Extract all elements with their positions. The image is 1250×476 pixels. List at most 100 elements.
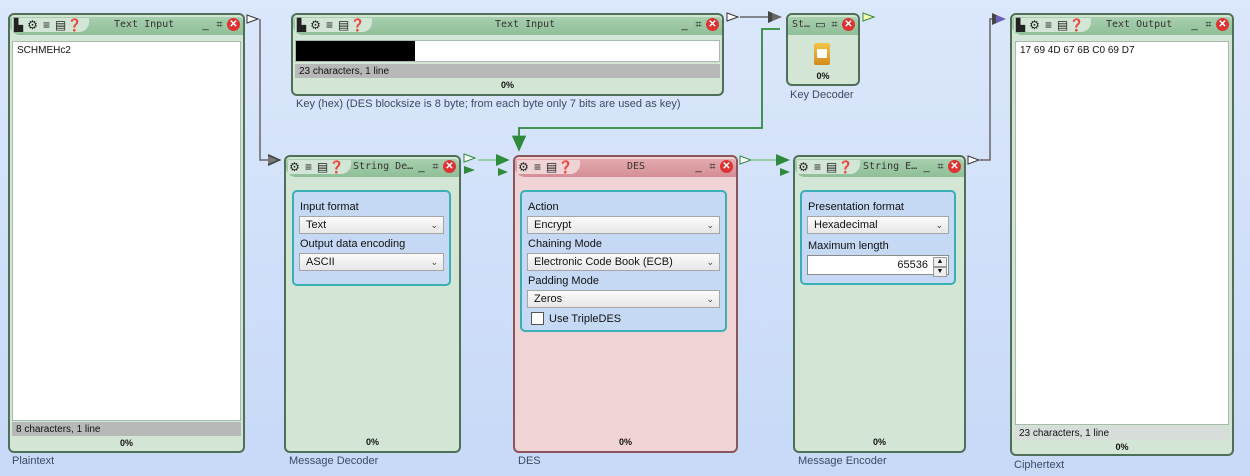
- action-select[interactable]: Encrypt⌄: [527, 216, 720, 234]
- wire-encoder-to-ciphertext: [980, 13, 1006, 161]
- list-icon[interactable]: ≡: [42, 18, 50, 32]
- minimize-icon[interactable]: _: [202, 19, 209, 31]
- input-format-select[interactable]: Text⌄: [299, 216, 444, 234]
- clipboard-icon[interactable]: ▤: [337, 18, 350, 32]
- message-decoder-caption: Message Decoder: [289, 455, 379, 467]
- gear-icon[interactable]: ⚙: [798, 160, 809, 174]
- gear-icon[interactable]: ⚙: [518, 160, 529, 174]
- message-encoder-component[interactable]: ⚙ ≡ ▤ ❓ String E… _ ⌗ ✕ Presentation for…: [793, 155, 966, 453]
- clipboard-icon[interactable]: ▤: [1056, 18, 1069, 32]
- stepper-down-icon[interactable]: ▼: [933, 267, 947, 277]
- help-bubble-icon[interactable]: ❓: [558, 160, 573, 174]
- picture-icon[interactable]: ▙: [296, 18, 307, 32]
- gear-icon[interactable]: ⚙: [27, 18, 38, 32]
- ciphertext-textarea[interactable]: 17 69 4D 67 6B C0 69 D7: [1015, 41, 1229, 425]
- help-bubble-icon[interactable]: ❓: [350, 18, 365, 32]
- close-icon[interactable]: ✕: [443, 160, 456, 173]
- minimize-icon[interactable]: _: [418, 161, 425, 173]
- triple-des-checkbox[interactable]: Use TripleDES: [531, 312, 720, 325]
- plaintext-status: 8 characters, 1 line: [12, 422, 241, 436]
- key-decoder-progress: 0%: [816, 71, 830, 81]
- key-lock-icon: [814, 43, 830, 65]
- presentation-format-select[interactable]: Hexadecimal⌄: [807, 216, 949, 234]
- maximize-icon[interactable]: ⌗: [432, 161, 439, 173]
- plaintext-progress: 0%: [119, 438, 133, 448]
- output-encoding-select[interactable]: ASCII⌄: [299, 253, 444, 271]
- action-label: Action: [528, 201, 559, 213]
- key-input-titlebar[interactable]: ▙ ⚙ ≡ ▤ ❓ Text Input _ ⌗ ✕: [293, 15, 722, 37]
- maximize-icon[interactable]: ⌗: [937, 161, 944, 173]
- close-icon[interactable]: ✕: [948, 160, 961, 173]
- clipboard-icon[interactable]: ▤: [316, 160, 329, 174]
- message-decoder-title: String De…: [353, 161, 414, 172]
- clipboard-icon[interactable]: ▤: [54, 18, 67, 32]
- ciphertext-title: Text Output: [1106, 19, 1173, 30]
- des-component[interactable]: ⚙ ≡ ▤ ❓ DES _ ⌗ ✕ Action Encrypt⌄ Chaini…: [513, 155, 738, 453]
- ciphertext-progress: 0%: [1115, 442, 1129, 452]
- help-bubble-icon[interactable]: ❓: [1069, 18, 1084, 32]
- key-input-progress: 0%: [500, 80, 514, 90]
- message-decoder-component[interactable]: ⚙ ≡ ▤ ❓ String De… _ ⌗ ✕ Input format Te…: [284, 155, 461, 453]
- stepper-up-icon[interactable]: ▲: [933, 257, 947, 267]
- input-format-label: Input format: [300, 201, 359, 213]
- close-icon[interactable]: ✕: [227, 18, 240, 31]
- clipboard-icon[interactable]: ▤: [825, 160, 838, 174]
- minimize-icon[interactable]: _: [695, 161, 702, 173]
- plaintext-textarea[interactable]: SCHMEHc2: [12, 41, 241, 421]
- maximum-length-value: 65536: [897, 259, 928, 271]
- help-bubble-icon[interactable]: ❓: [67, 18, 82, 32]
- close-icon[interactable]: ✕: [1216, 18, 1229, 31]
- list-icon[interactable]: ≡: [533, 160, 541, 174]
- close-icon[interactable]: ✕: [842, 18, 855, 31]
- key-decoder-title: St…: [792, 19, 811, 30]
- message-decoder-titlebar[interactable]: ⚙ ≡ ▤ ❓ String De… _ ⌗ ✕: [286, 157, 459, 179]
- plaintext-component[interactable]: ▙ ⚙ ≡ ▤ ❓ Text Input _ ⌗ ✕ SCHMEHc2 8 ch…: [8, 13, 245, 453]
- wire-plaintext-to-decoder: [259, 19, 282, 166]
- key-decoder-titlebar[interactable]: St… ▭ ⌗ ✕: [788, 15, 858, 37]
- des-caption: DES: [518, 455, 541, 467]
- list-icon[interactable]: ≡: [1044, 18, 1052, 32]
- gear-icon[interactable]: ⚙: [310, 18, 321, 32]
- maximize-icon[interactable]: ⌗: [709, 161, 716, 173]
- des-titlebar[interactable]: ⚙ ≡ ▤ ❓ DES _ ⌗ ✕: [515, 157, 736, 179]
- list-icon[interactable]: ≡: [813, 160, 821, 174]
- plaintext-titlebar[interactable]: ▙ ⚙ ≡ ▤ ❓ Text Input _ ⌗ ✕: [10, 15, 243, 37]
- maximize-icon[interactable]: ⌗: [216, 19, 223, 31]
- help-bubble-icon[interactable]: ❓: [838, 160, 853, 174]
- ciphertext-component[interactable]: ▙ ⚙ ≡ ▤ ❓ Text Output _ ⌗ ✕ 17 69 4D 67 …: [1010, 13, 1234, 456]
- ciphertext-titlebar[interactable]: ▙ ⚙ ≡ ▤ ❓ Text Output _ ⌗ ✕: [1012, 15, 1232, 37]
- chevron-down-icon: ⌄: [706, 220, 714, 230]
- plaintext-title: Text Input: [114, 19, 175, 30]
- minimize-icon[interactable]: _: [923, 161, 930, 173]
- message-encoder-progress: 0%: [872, 437, 886, 447]
- picture-icon[interactable]: ▙: [1015, 18, 1026, 32]
- list-icon[interactable]: ≡: [325, 18, 333, 32]
- padding-mode-select[interactable]: Zeros⌄: [527, 290, 720, 308]
- gear-icon[interactable]: ⚙: [289, 160, 300, 174]
- message-encoder-titlebar[interactable]: ⚙ ≡ ▤ ❓ String E… _ ⌗ ✕: [795, 157, 964, 179]
- checkbox-box[interactable]: [531, 312, 544, 325]
- key-input-component[interactable]: ▙ ⚙ ≡ ▤ ❓ Text Input _ ⌗ ✕ 23 characters…: [291, 13, 724, 96]
- key-input-caption: Key (hex) (DES blocksize is 8 byte; from…: [296, 98, 681, 110]
- close-icon[interactable]: ✕: [720, 160, 733, 173]
- list-icon[interactable]: ≡: [304, 160, 312, 174]
- chaining-mode-select[interactable]: Electronic Code Book (ECB)⌄: [527, 253, 720, 271]
- close-icon[interactable]: ✕: [706, 18, 719, 31]
- gear-icon[interactable]: ⚙: [1029, 18, 1040, 32]
- maximize-icon[interactable]: ⌗: [1205, 19, 1212, 31]
- clipboard-icon[interactable]: ▤: [545, 160, 558, 174]
- minimize-icon[interactable]: ▭: [815, 19, 826, 31]
- minimize-icon[interactable]: _: [1191, 19, 1198, 31]
- maximize-icon[interactable]: ⌗: [695, 19, 702, 31]
- help-bubble-icon[interactable]: ❓: [329, 160, 344, 174]
- des-title: DES: [627, 161, 646, 172]
- padding-mode-label: Padding Mode: [528, 275, 599, 287]
- maximum-length-stepper[interactable]: 65536 ▲▼: [807, 255, 949, 277]
- key-decoder-component[interactable]: St… ▭ ⌗ ✕ 0%: [786, 13, 860, 86]
- output-encoding-value: ASCII: [306, 256, 335, 268]
- key-input-textarea[interactable]: [295, 40, 720, 62]
- minimize-icon[interactable]: _: [681, 19, 688, 31]
- message-encoder-settings: Presentation format Hexadecimal⌄ Maximum…: [800, 190, 956, 285]
- picture-icon[interactable]: ▙: [13, 18, 24, 32]
- maximize-icon[interactable]: ⌗: [831, 19, 838, 31]
